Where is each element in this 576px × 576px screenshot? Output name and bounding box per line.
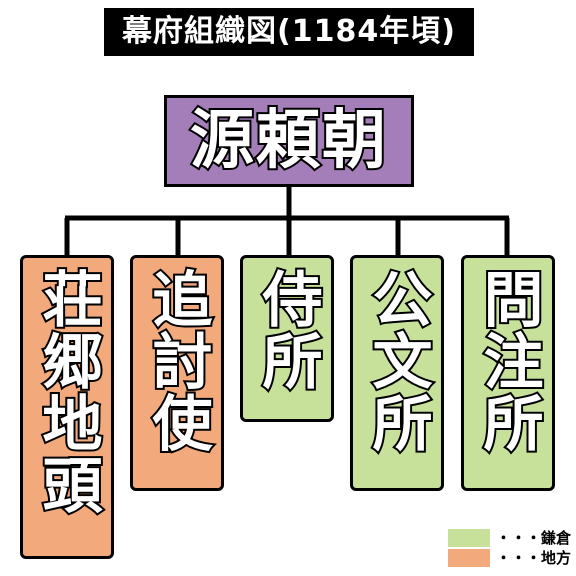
diagram-title: 幕府組織図(1184年頃)	[104, 8, 474, 56]
child-label: 問注所	[471, 266, 545, 456]
legend-swatch-regional	[448, 548, 490, 567]
child-label: 追討使	[140, 266, 214, 456]
legend-regional: ・・・地方	[448, 547, 571, 568]
root-node: 源頼朝	[164, 95, 414, 187]
child-node-monchujo: 問注所	[461, 255, 555, 491]
child-label: 荘郷地頭	[30, 266, 104, 518]
legend-swatch-kamakura	[448, 528, 490, 547]
child-node-samurai-dokoro: 侍所	[240, 255, 334, 422]
legend-label: ・・・鎌倉	[496, 529, 572, 547]
root-label: 源頼朝	[188, 104, 388, 178]
child-label: 公文所	[360, 266, 434, 456]
legend-label: ・・・地方	[496, 549, 572, 567]
child-node-shogo-jito: 荘郷地頭	[20, 255, 114, 559]
legend-kamakura: ・・・鎌倉	[448, 527, 571, 548]
child-label: 侍所	[250, 266, 324, 394]
child-node-tsuitoshi: 追討使	[130, 255, 224, 491]
child-node-kumonjo: 公文所	[350, 255, 444, 491]
